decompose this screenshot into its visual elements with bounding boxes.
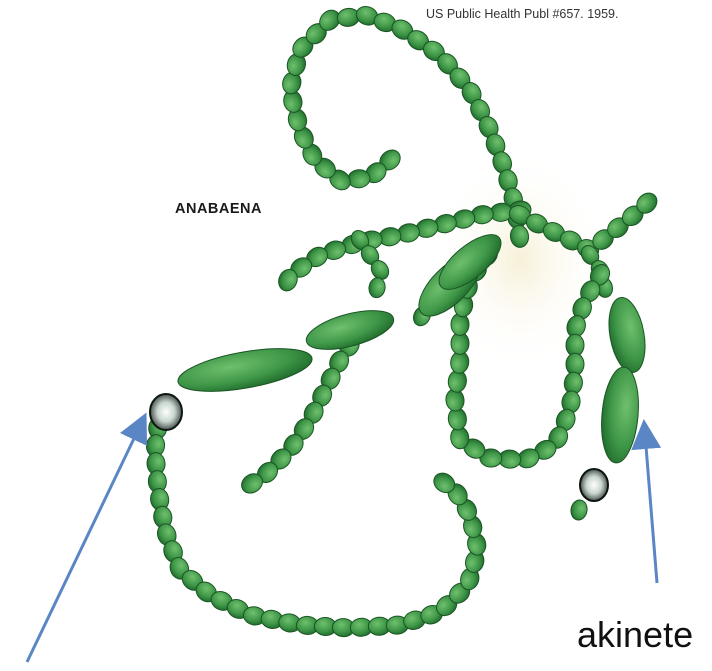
filaments xyxy=(145,4,661,638)
organism-name: ANABAENA xyxy=(175,201,262,217)
heterocyst-pointer-arrow xyxy=(27,426,140,662)
akinete-cell xyxy=(598,366,642,465)
source-citation: US Public Health Publ #657. 1959. xyxy=(426,7,619,21)
cell xyxy=(368,277,387,299)
akinete-cell xyxy=(604,295,651,376)
heterocyst xyxy=(580,469,608,501)
akinete-label: akinete xyxy=(577,614,693,656)
akinete-pointer-arrow xyxy=(645,434,657,583)
cell xyxy=(347,169,370,188)
heterocyst xyxy=(150,394,182,430)
cell xyxy=(569,499,588,521)
long-cell xyxy=(175,340,315,399)
